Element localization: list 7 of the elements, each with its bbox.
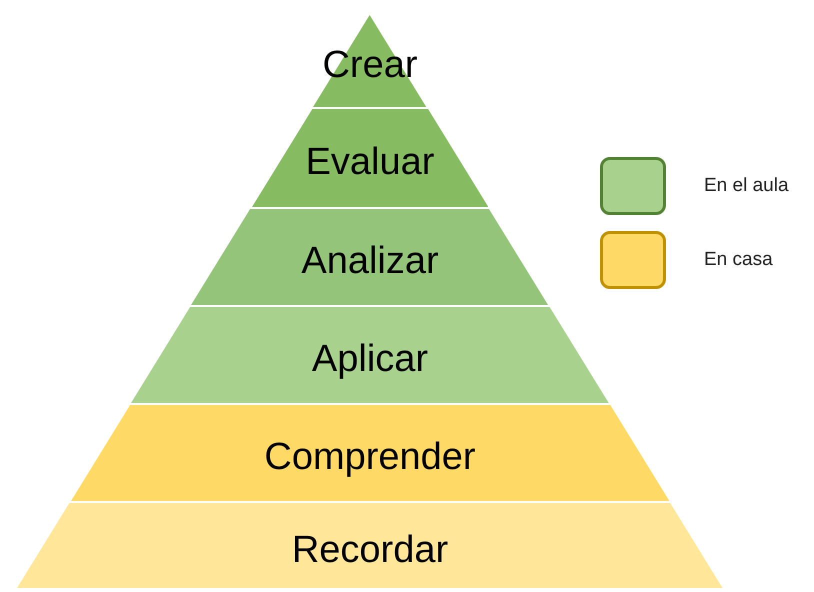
legend-label: En el aula [704,174,789,198]
legend-label: En casa [704,248,773,272]
level-label: Comprender [264,435,476,476]
level-label: Evaluar [306,140,434,181]
level-label: Aplicar [312,337,428,378]
level-label: Analizar [301,239,439,280]
level-label: Recordar [292,528,448,568]
